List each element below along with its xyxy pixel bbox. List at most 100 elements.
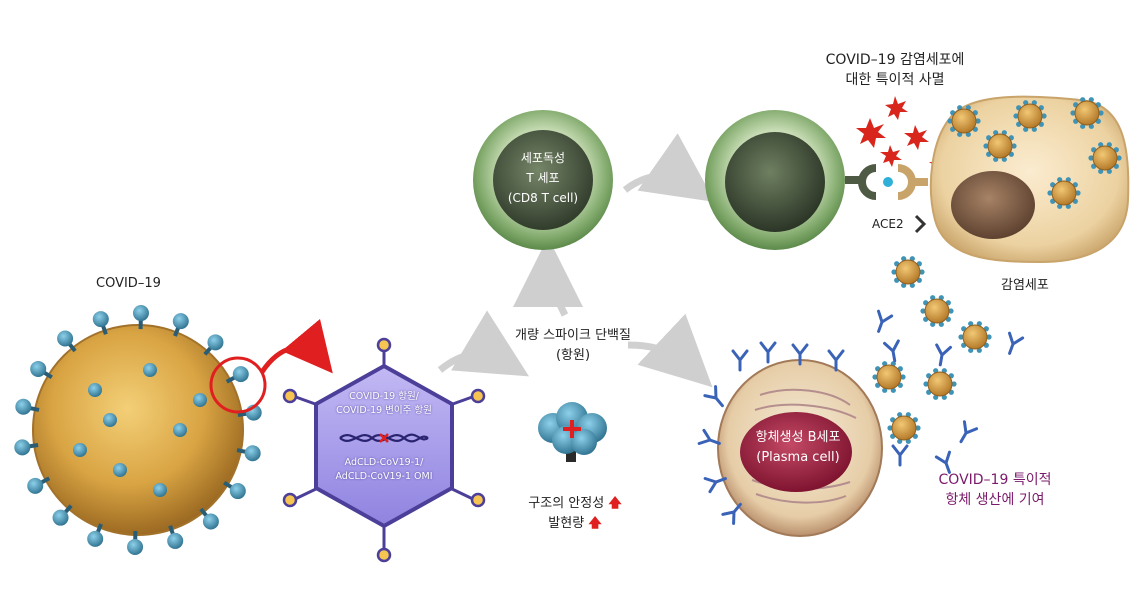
expression-up-arrow-icon: 🡅 (588, 516, 602, 531)
antigen-benefits: 구조의 안정성 🡅 발현량 🡅 (500, 494, 650, 534)
antigen-label-line1: 개량 스파이크 단백질 (515, 328, 631, 343)
activated-t-cell (705, 110, 928, 250)
mini-virion (983, 130, 1017, 162)
mini-virion (1088, 142, 1122, 174)
antibodies (697, 309, 1025, 525)
antigen-label: 개량 스파이크 단백질 (항원) (498, 326, 648, 366)
antigen-peptide-icon (883, 177, 893, 187)
spike-highlight-circle (209, 356, 267, 414)
free-virions (872, 97, 1122, 444)
antibody-icon (935, 343, 952, 367)
cytotoxic-t-cell (473, 110, 613, 250)
killing-label: COVID–19 감염세포에 대한 특이적 사멸 (800, 50, 990, 90)
spike-to-vaccine-arrow (259, 318, 333, 374)
antigen-gene-marker-icon (379, 433, 389, 443)
bcell-label-line2: (Plasma cell) (756, 450, 840, 465)
mini-virion (872, 361, 906, 393)
spike-protein-icon (27, 477, 44, 494)
mini-virion (887, 412, 921, 444)
plasma-b-cell (717, 359, 883, 537)
killing-label-line2: 대한 특이적 사멸 (845, 72, 945, 88)
antibody-icon (959, 420, 979, 444)
antibody-icon (934, 450, 951, 474)
antibody-icon (703, 385, 724, 408)
virus-particle (14, 305, 262, 555)
stability-benefit: 구조의 안정성 (528, 496, 605, 511)
antibody-icon (759, 341, 777, 364)
mini-virion (947, 105, 981, 137)
vaccine-name-line1: AdCLD-CoV19-1/ (344, 457, 424, 468)
spike-protein-icon (87, 530, 104, 547)
mini-virion (1013, 100, 1047, 132)
dna-helix-icon (339, 433, 429, 443)
infected-cell (929, 95, 1130, 264)
spike-protein-icon (57, 330, 74, 347)
virus-label: COVID–19 (96, 276, 161, 291)
tcell-label-line1: 세포독성 (520, 151, 566, 165)
spike-protein-icon (52, 509, 69, 526)
antibody-icon (791, 343, 809, 366)
vaccine-name: AdCLD-CoV19-1/ AdCLD-CoV19-1 OMI (320, 456, 448, 484)
spike-protein-icon (173, 423, 187, 437)
antibody-icon (703, 477, 727, 494)
spike-protein-icon (244, 445, 261, 462)
tcr-receptor-icon (858, 164, 877, 200)
spike-protein-icon (15, 398, 32, 415)
spike-protein-icon (88, 383, 102, 397)
spike-protein-icon (202, 513, 219, 530)
virus-body (32, 324, 244, 536)
antigen-label-line2: (항원) (555, 348, 591, 363)
tcell-label: 세포독성 T 세포 (CD8 T cell) (488, 148, 598, 208)
ace2-label: ACE2 (872, 217, 904, 231)
plasma-cell-nucleus (740, 412, 852, 492)
spike-protein-icon (132, 305, 149, 322)
spike-protein-icon (143, 363, 157, 377)
spike-protein-icon (167, 532, 184, 549)
spike-protein-icon (229, 483, 246, 500)
antibody-icon (891, 444, 909, 467)
infected-cell-label: 감염세포 (1001, 278, 1049, 293)
spike-protein-icon (113, 463, 127, 477)
mini-virion (958, 321, 992, 353)
mini-virion (1070, 97, 1104, 129)
stability-up-arrow-icon: 🡅 (608, 496, 622, 511)
spike-protein-icon (92, 311, 109, 328)
mhc-receptor-icon (897, 164, 916, 200)
killing-label-line1: COVID–19 감염세포에 (825, 52, 965, 68)
spike-protein-icon (73, 443, 87, 457)
mini-virion (891, 256, 925, 288)
vaccine-to-antigen-arrow (437, 310, 530, 377)
spike-protein-icon (14, 439, 31, 456)
spike-protein-icon (232, 366, 249, 383)
vaccine-vector (282, 337, 486, 563)
tcell-label-line2: T 세포 (526, 171, 560, 185)
mini-virion (920, 295, 954, 327)
mini-virion (923, 368, 957, 400)
spike-protein-icon (172, 313, 189, 330)
stability-cross-icon (563, 420, 581, 438)
bcell-label-line1: 항체생성 B세포 (755, 430, 841, 445)
vaccine-hexagon (314, 363, 454, 529)
expression-benefit: 발현량 (548, 516, 585, 531)
spike-protein-icon (207, 334, 224, 351)
antibody-icon (721, 502, 742, 525)
vaccine-name-line2: AdCLD-CoV19-1 OMI (335, 471, 433, 482)
mini-virion (1047, 177, 1081, 209)
antibody-icon (1008, 331, 1025, 355)
tcell-to-killer-arrow (622, 133, 715, 203)
vaccine-variant-line: COVID-19 변이주 항원 (336, 405, 432, 416)
tcell-label-line3: (CD8 T cell) (507, 191, 579, 205)
antibody-label: COVID–19 특이적 항체 생산에 기여 (920, 470, 1070, 510)
antibody-icon (877, 309, 894, 333)
ace2-arrow-icon (914, 214, 927, 234)
spike-protein-icon (127, 538, 144, 555)
vaccine-label: COVID-19 항원/ COVID-19 변이주 항원 (320, 390, 448, 418)
vaccine-antigen-line: COVID-19 항원/ (349, 391, 419, 402)
spike-protein-icon (30, 360, 47, 377)
antibody-icon (697, 428, 721, 445)
antigen-to-bcell-arrow (627, 313, 713, 388)
antibody-label-line2: 항체 생산에 기여 (945, 492, 1045, 508)
spike-protein-icon (193, 393, 207, 407)
bcell-label: 항체생성 B세포 (Plasma cell) (738, 428, 858, 468)
spike-protein-antigen (538, 402, 607, 462)
